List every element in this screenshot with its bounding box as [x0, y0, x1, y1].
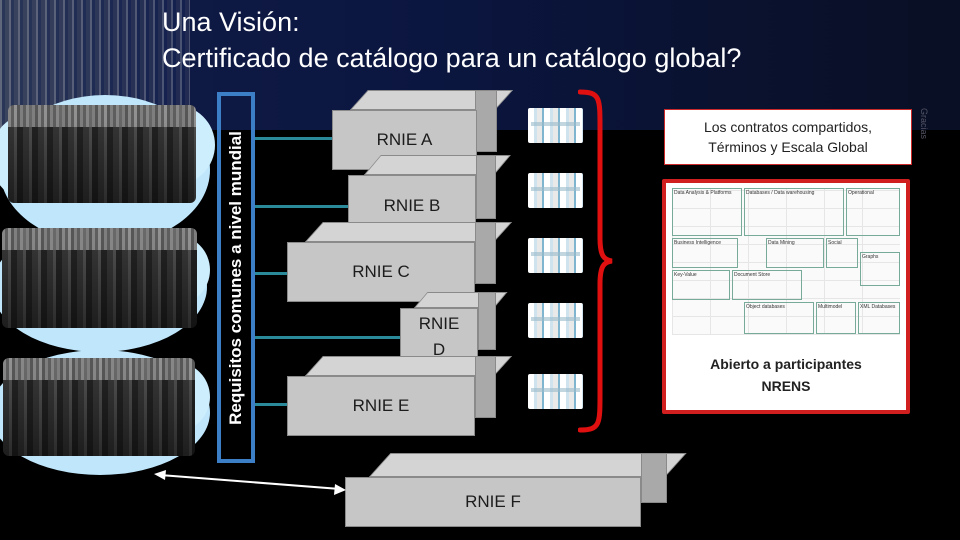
title-line-1: Una Visión: — [162, 7, 300, 37]
rnie-e-box: RNIE E — [287, 356, 513, 436]
open-line-1: Abierto a participantes — [710, 356, 862, 372]
curly-bracket-icon — [578, 89, 613, 433]
rnie-d-label-line1: RNIE — [418, 314, 460, 333]
rnie-f-box: RNIE F — [345, 453, 687, 527]
requirements-label: Requisitos comunes a nivel mundial — [226, 131, 245, 425]
contracts-line-2: Términos y Escala Global — [708, 139, 868, 155]
rnie-f-label: RNIE F — [465, 492, 521, 511]
rnie-e-label: RNIE E — [352, 396, 410, 415]
landscape-section: Data Analysis & Platforms — [672, 188, 742, 236]
requirements-frame — [217, 92, 255, 463]
rnie-c-label: RNIE C — [352, 262, 410, 281]
double-arrow-icon — [154, 470, 346, 495]
open-participants-box: Data Analysis & Platforms Databases / Da… — [662, 179, 910, 414]
contracts-line-1: Los contratos compartidos, — [703, 119, 873, 135]
big-data-landscape-image: Data Analysis & Platforms Databases / Da… — [672, 188, 900, 335]
rnie-a-label: RNIE A — [376, 130, 433, 149]
catalog-thumbnail — [528, 173, 583, 208]
side-tag: Gracias — [919, 108, 929, 140]
rnie-b-label: RNIE B — [383, 196, 441, 215]
catalog-thumbnail — [528, 374, 583, 409]
connector-b — [255, 205, 350, 208]
catalog-thumbnail — [528, 108, 583, 143]
slide-title: Una Visión: Certificado de catálogo para… — [162, 4, 741, 76]
landscape-section: Business Intelligence — [672, 238, 738, 268]
connector-a — [255, 137, 345, 140]
rnie-c-box: RNIE C — [287, 222, 513, 302]
landscape-section: Key-Value — [672, 270, 730, 300]
landscape-section: Social — [826, 238, 858, 268]
landscape-section: Object databases — [744, 302, 814, 334]
rnie-d-box: RNIE D — [400, 292, 508, 366]
landscape-section: Data Mining — [766, 238, 824, 268]
title-line-2: Certificado de catálogo para un catálogo… — [162, 43, 742, 73]
catalog-thumbnail — [528, 238, 583, 273]
shared-contracts-box: Los contratos compartidos, Términos y Es… — [664, 109, 912, 165]
landscape-section: XML Databases — [858, 302, 900, 334]
landscape-section: Graphs — [860, 252, 900, 286]
catalog-thumbnail — [528, 303, 583, 338]
open-participants-label: Abierto a participantes NRENS — [666, 353, 906, 397]
connector-d — [255, 336, 400, 339]
open-line-2: NRENS — [761, 378, 811, 394]
rnie-d-label-line2: D — [432, 340, 446, 359]
landscape-section: Multimodel — [816, 302, 856, 334]
landscape-section: Operational — [846, 188, 900, 236]
landscape-section: Databases / Data warehousing — [744, 188, 844, 236]
landscape-section: Document Store — [732, 270, 802, 300]
